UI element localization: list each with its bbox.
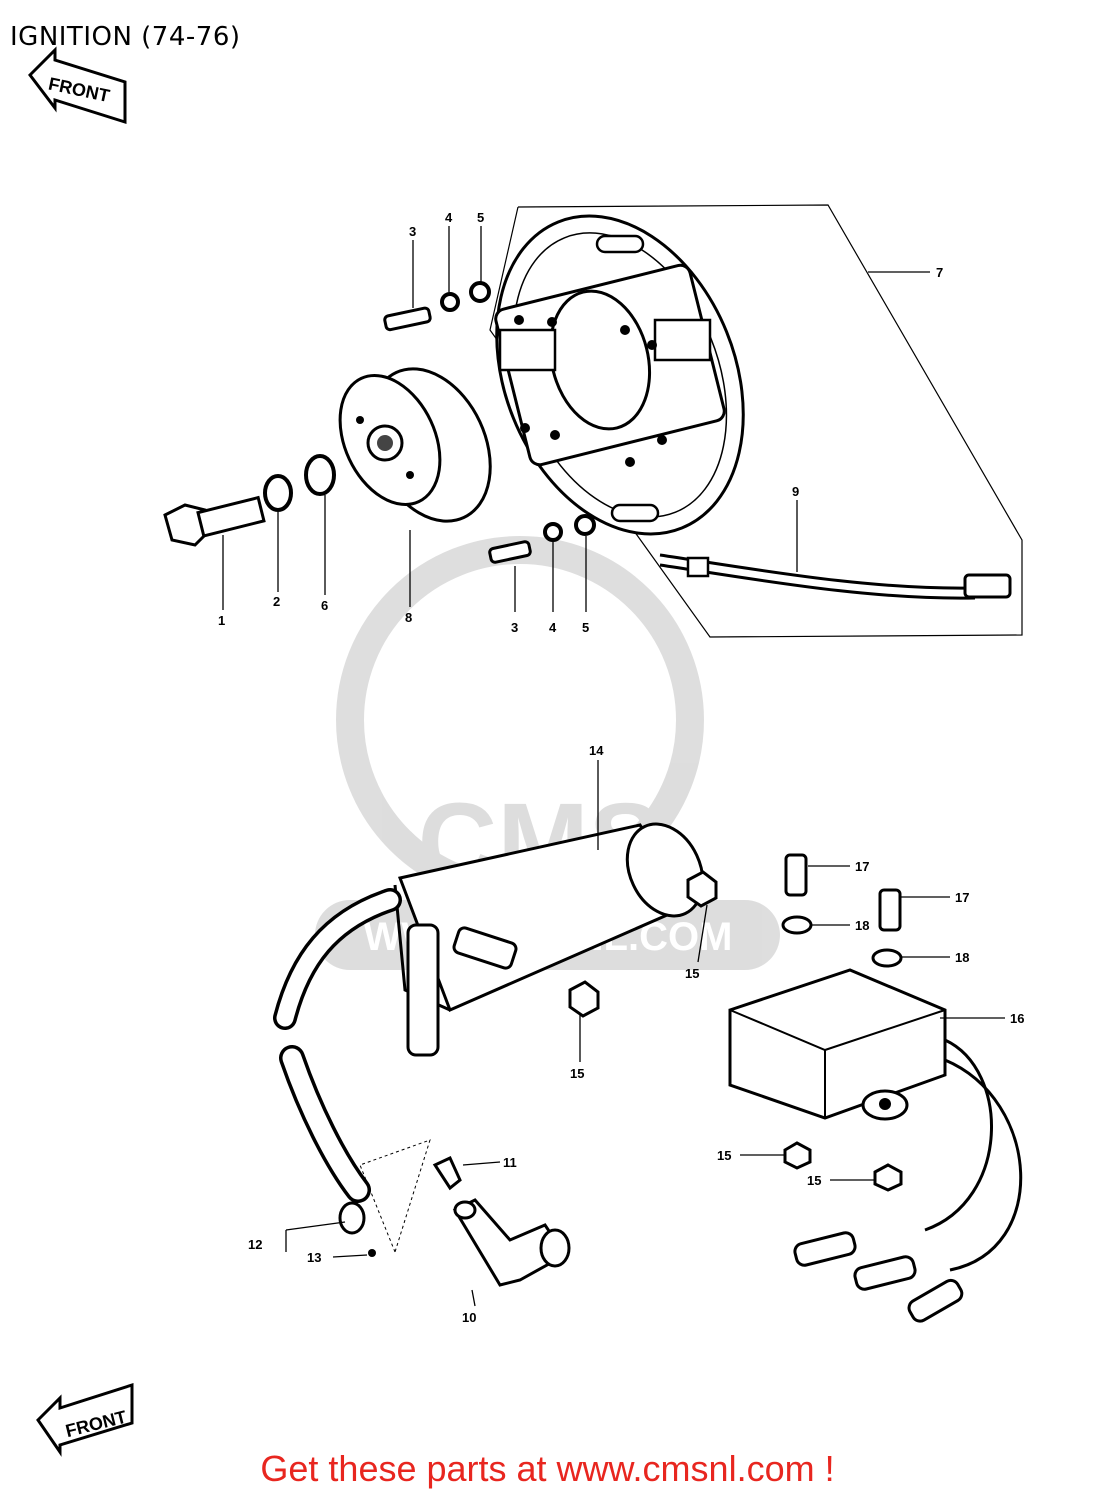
callout-15: 15 <box>570 1066 584 1081</box>
cdi-unit <box>728 968 1023 1323</box>
callout-14: 14 <box>589 743 604 758</box>
screw-13 <box>368 1249 376 1257</box>
callout-17: 17 <box>855 859 869 874</box>
callout-15: 15 <box>807 1173 821 1188</box>
nut-15-d <box>873 1163 903 1192</box>
page-title: IGNITION (74-76) <box>10 22 241 52</box>
callout-3: 3 <box>511 620 518 635</box>
callout-1: 1 <box>218 613 225 628</box>
callout-17: 17 <box>955 890 969 905</box>
callout-18: 18 <box>955 950 969 965</box>
rotor <box>338 367 492 523</box>
clamp-12 <box>338 1201 366 1235</box>
callout-2: 2 <box>273 594 280 609</box>
callout-4: 4 <box>445 210 453 225</box>
nut-15-c <box>783 1141 812 1170</box>
bolt-17-a <box>784 853 808 897</box>
callout-8: 8 <box>405 610 412 625</box>
callout-11: 11 <box>503 1155 517 1170</box>
callout-6: 6 <box>321 598 328 613</box>
stator-wire-harness <box>659 553 1012 600</box>
washer-18-b <box>871 948 903 968</box>
stator-assembly <box>489 204 1023 638</box>
callout-3: 3 <box>409 224 416 239</box>
front-arrow-top: FRONT <box>28 46 127 125</box>
lock-washer-4-bottom <box>543 522 563 542</box>
callout-15: 15 <box>717 1148 731 1163</box>
callout-5: 5 <box>477 210 484 225</box>
washer-18-a <box>781 915 813 935</box>
washer-6 <box>304 454 336 496</box>
washer-5-top <box>469 281 491 303</box>
plug-terminal-11 <box>432 1156 462 1191</box>
washer-2 <box>263 474 293 512</box>
leader-lines <box>222 226 1005 1307</box>
callout-10: 10 <box>462 1310 476 1325</box>
callout-5: 5 <box>582 620 589 635</box>
callout-7: 7 <box>936 265 943 280</box>
screw-3-top <box>383 306 432 332</box>
screw-3-bottom <box>488 540 532 564</box>
rotor-bolt <box>163 495 266 547</box>
footer-cta[interactable]: Get these parts at www.cmsnl.com ! <box>260 1448 835 1489</box>
callout-18: 18 <box>855 918 869 933</box>
washer-5-bottom <box>574 514 596 536</box>
nut-15-b <box>568 980 600 1018</box>
ignition-coil <box>273 822 705 1057</box>
callout-4: 4 <box>549 620 557 635</box>
spark-plug-cap <box>452 1198 571 1287</box>
callout-15: 15 <box>685 966 699 981</box>
callout-13: 13 <box>307 1250 321 1265</box>
lock-washer-4-top <box>440 292 460 312</box>
callout-labels: 1 2 3 3 4 4 5 5 6 7 8 9 10 11 12 13 14 1… <box>218 210 1024 1325</box>
nut-15-a <box>686 870 718 908</box>
bolt-17-b <box>878 888 902 932</box>
callout-9: 9 <box>792 484 799 499</box>
front-arrow-bottom: FRONT <box>36 1382 134 1457</box>
callout-16: 16 <box>1010 1011 1024 1026</box>
callout-12: 12 <box>248 1237 262 1252</box>
